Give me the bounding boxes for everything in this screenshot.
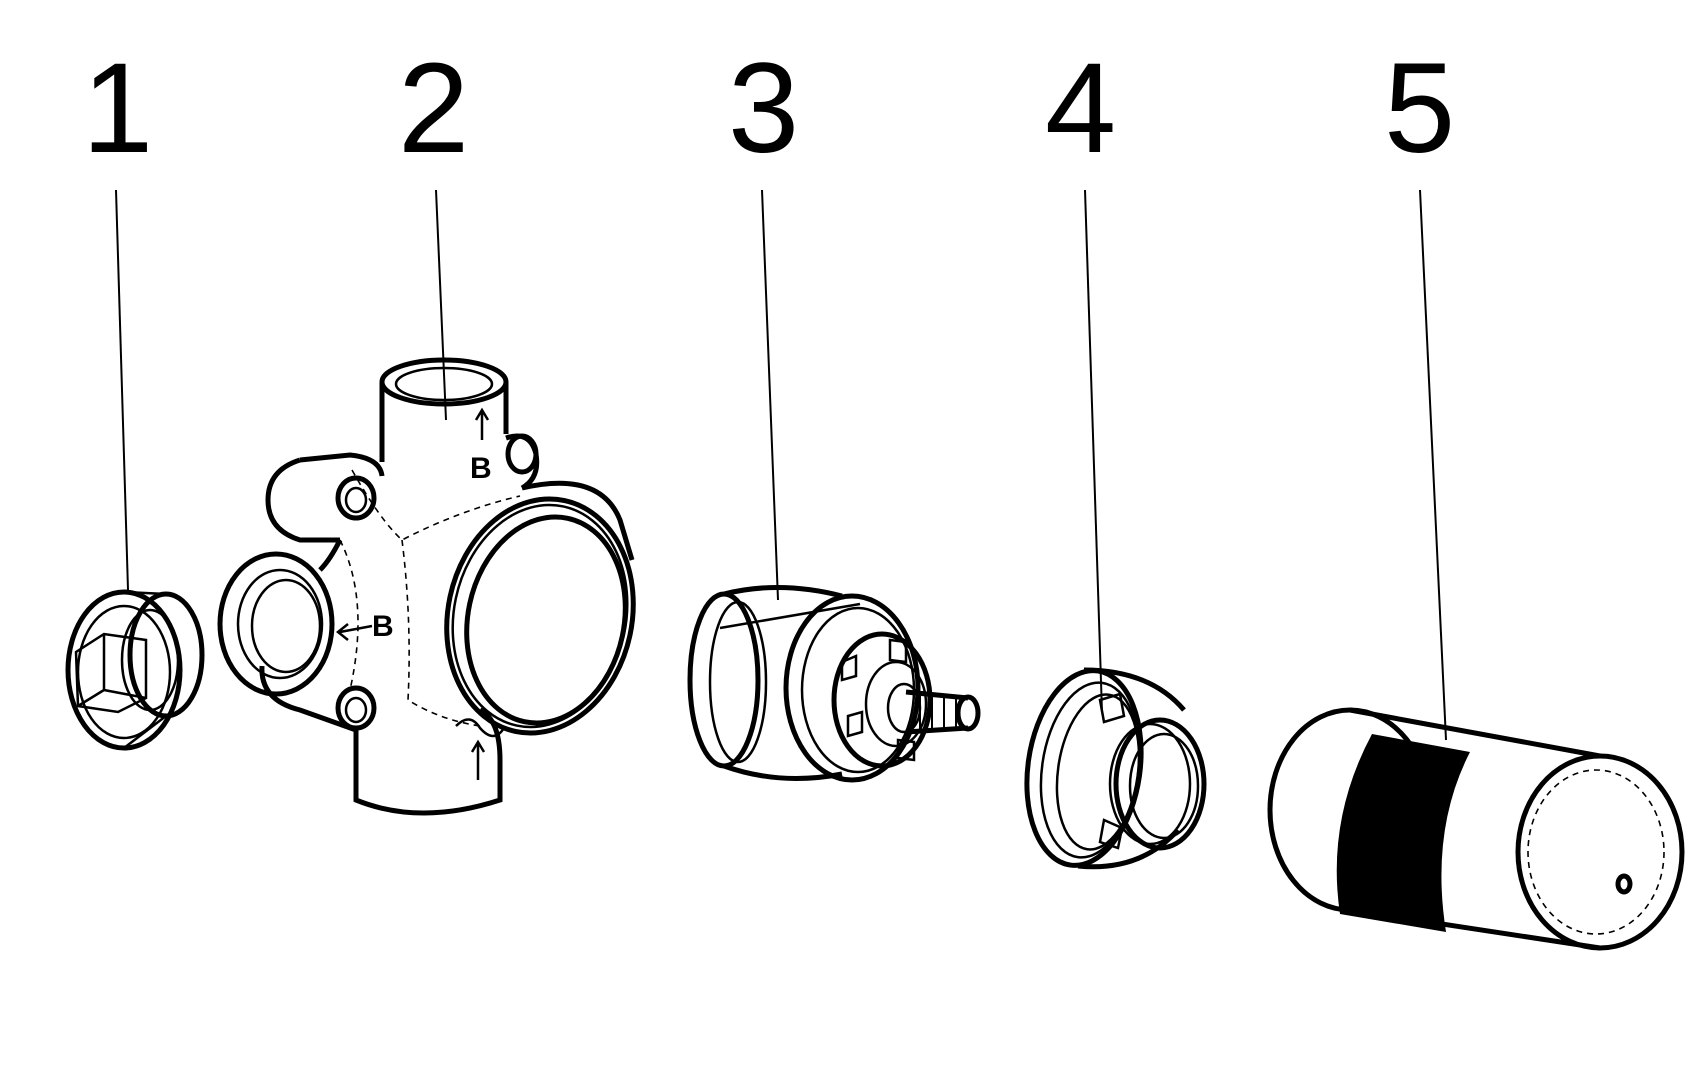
leader-line-3 <box>761 189 779 601</box>
leader-line-5 <box>1419 189 1447 741</box>
port-mark-top: B <box>470 452 492 485</box>
callout-label-5: 5 <box>1384 37 1455 180</box>
part-4-sleeve-nut <box>1024 667 1207 870</box>
part-1-plug <box>65 589 205 751</box>
part-5-handle-cap <box>1267 707 1685 951</box>
port-mark-side: B <box>372 610 394 643</box>
leader-line-1 <box>115 189 129 591</box>
leader-line-2 <box>435 189 447 421</box>
callout-label-4: 4 <box>1045 37 1116 180</box>
callout-label-2: 2 <box>398 37 469 180</box>
leader-line-4 <box>1084 189 1103 713</box>
part-2-valve-body: B B <box>217 357 636 816</box>
callout-label-1: 1 <box>82 37 153 180</box>
grip-band <box>1336 734 1470 932</box>
callout-label-3: 3 <box>728 37 799 180</box>
part-3-cartridge <box>687 584 981 783</box>
